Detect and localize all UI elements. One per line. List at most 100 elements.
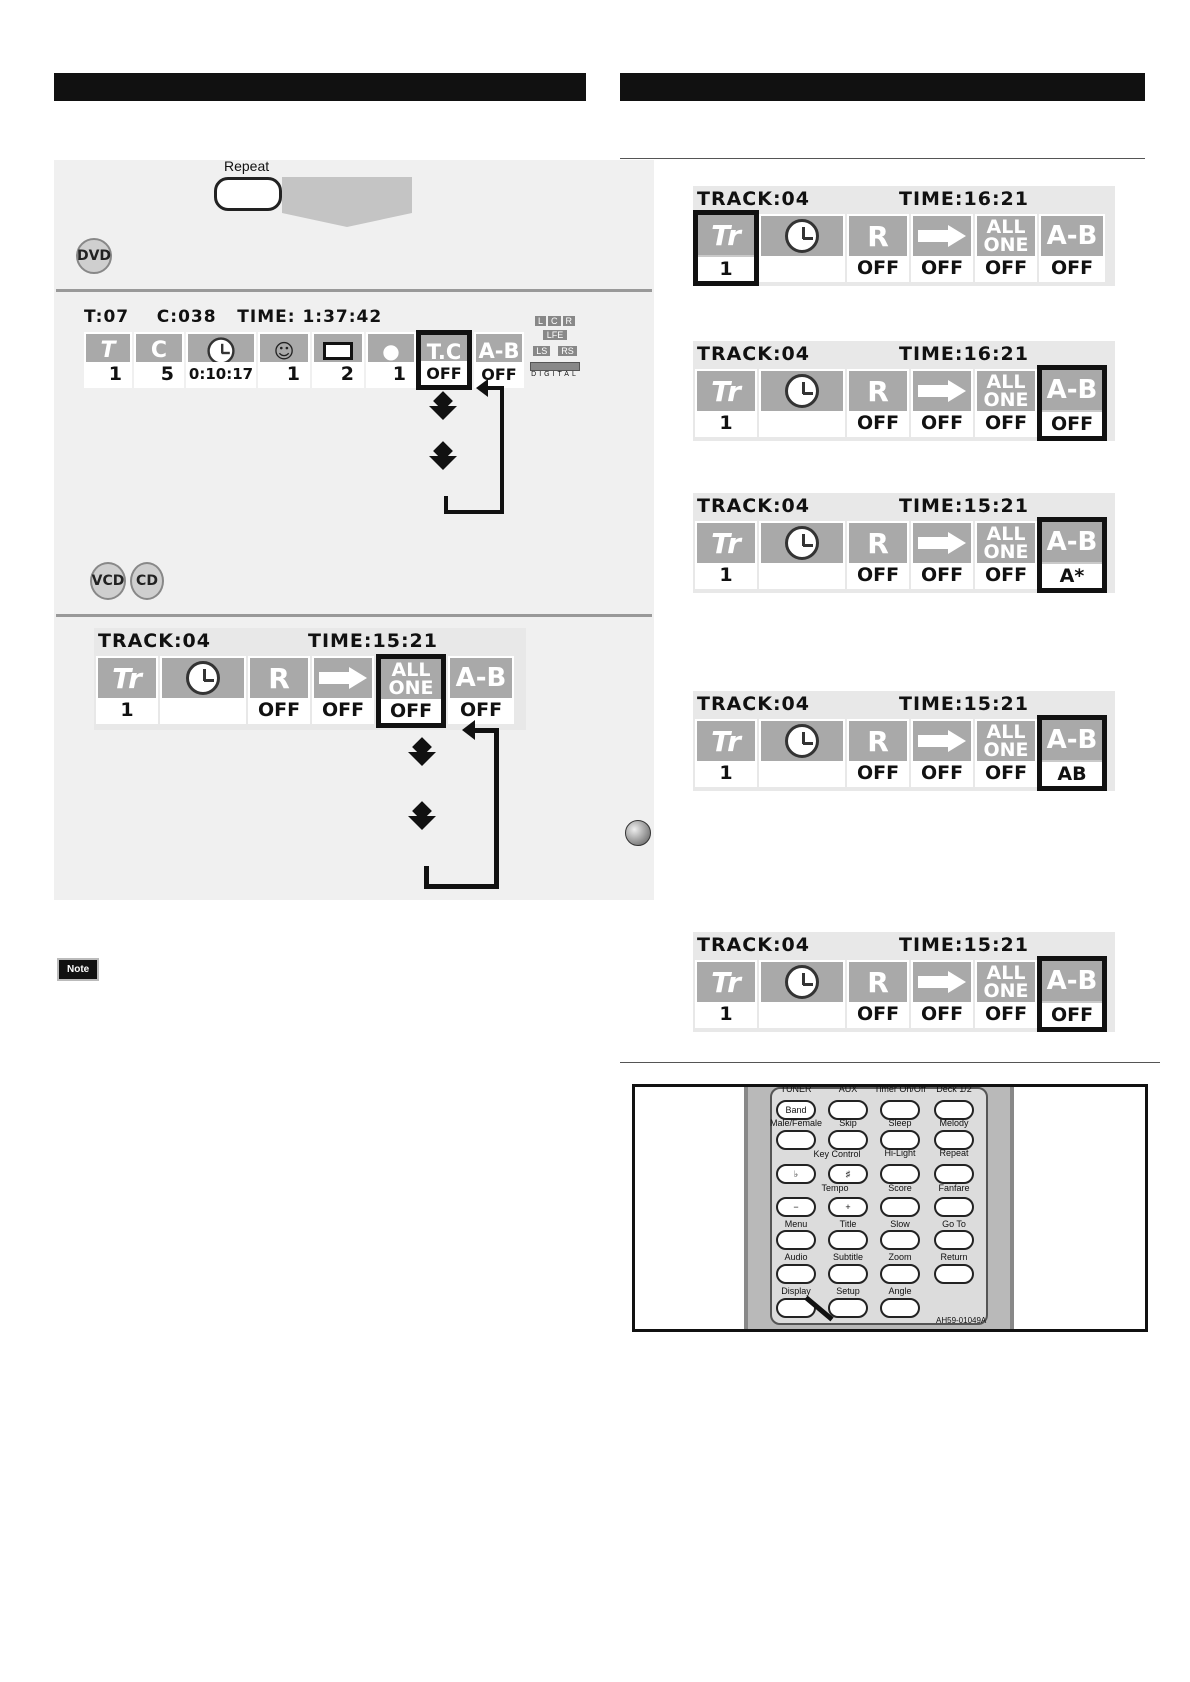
osd-repeat-value: OFF [849,256,907,280]
remote-button[interactable] [934,1197,974,1217]
remote-button[interactable] [880,1100,920,1120]
remote-button[interactable] [880,1130,920,1150]
remote-button[interactable] [776,1264,816,1284]
bullet-icon [625,820,651,846]
remote-button[interactable]: ♯ [828,1164,868,1184]
osd-arrow-value: OFF [913,761,971,785]
osd-track-label: Tr [697,523,755,563]
osd-time-value [761,411,843,435]
loop-line-top [486,386,504,390]
remote-button-label: Display [781,1286,811,1296]
osd-time: TIME:15:21 [899,693,1029,715]
vcd-one-label: ONE [388,677,434,699]
osd-track: TRACK:04 [697,693,811,715]
dvd-time-cell: 0:10:17 [186,332,256,388]
title-icon: T [86,334,130,367]
remote-button[interactable] [880,1230,920,1250]
osd-repeat-value: OFF [849,761,907,785]
remote-button[interactable] [828,1100,868,1120]
osd-arrow-value: OFF [913,256,971,280]
remote-button[interactable]: + [828,1197,868,1217]
osd-arrow-cell: OFF [911,214,973,282]
speaker-ls-label: LS [533,346,551,356]
remote-button[interactable] [934,1230,974,1250]
left-section-header-bar [54,73,586,101]
remote-button[interactable] [880,1298,920,1318]
remote-button[interactable]: − [776,1197,816,1217]
remote-button[interactable] [880,1164,920,1184]
osd-time-value [761,761,843,785]
arrow-icon [913,962,971,1002]
remote-top-label: Timer On/Off [874,1084,926,1094]
down-arrow-icon [408,752,436,766]
chapter-icon: C [136,334,182,367]
osd-track-value: 1 [697,411,755,435]
dvd-time-value: 0:10:17 [188,362,254,386]
remote-model-number: AH59-01049A [936,1316,987,1325]
remote-button[interactable] [934,1264,974,1284]
osd-ab-label: A-B [1041,216,1103,256]
osd-one-label: ONE [983,739,1029,761]
audio-icon: ☺ [260,334,308,367]
osd-one-label: ONE [983,389,1029,411]
osd-one-label: ONE [983,980,1029,1002]
loop-line-vertical [500,386,504,514]
remote-button[interactable] [880,1197,920,1217]
vcd-osd-track: TRACK:04 [98,630,212,652]
digital-label: DIGITAL [531,371,579,378]
angle-icon: ● [368,334,414,367]
remote-button[interactable] [776,1230,816,1250]
remote-button[interactable] [828,1130,868,1150]
osd-track: TRACK:04 [697,188,811,210]
speaker-l-label: L [534,316,546,326]
osd-all-label: ALL [986,371,1026,393]
osd-allone-value: OFF [977,761,1035,785]
key-control-label: Key Control [813,1149,861,1159]
osd-ab-label: A-B [1042,720,1102,760]
osd-arrow-value: OFF [913,563,971,587]
down-arrow-icon [408,816,436,830]
arrow-icon [913,721,971,761]
speaker-c-label: C [548,316,561,326]
repeat-key-funnel [282,177,412,213]
osd-allone-value: OFF [977,563,1035,587]
vcd-repeat-label: R [250,658,308,698]
osd-time-cell [759,719,845,787]
osd-track-label: Tr [697,962,755,1002]
osd-all-label: ALL [986,216,1026,238]
remote-button[interactable] [828,1230,868,1250]
remote-button-label: Setup [836,1286,860,1296]
osd-track: TRACK:04 [697,934,811,956]
remote-button[interactable] [880,1264,920,1284]
remote-button[interactable] [934,1100,974,1120]
clock-icon [162,658,244,698]
remote-button-label: Menu [784,1219,808,1229]
osd-arrow-cell: OFF [911,719,973,787]
vcd-ab-value: OFF [450,698,512,722]
remote-button[interactable] [934,1164,974,1184]
osd-ab-value: OFF [1041,256,1103,280]
remote-button[interactable]: Band [776,1100,816,1120]
left-panel-background [54,160,654,900]
remote-button[interactable] [776,1130,816,1150]
remote-button[interactable] [934,1130,974,1150]
vcd-track-label: Tr [98,658,156,698]
loop-line-bottom [424,884,499,889]
remote-button-label: Fanfare [938,1183,970,1193]
osd-all-label: ALL [986,523,1026,545]
remote-button[interactable] [828,1298,868,1318]
remote-button[interactable] [828,1264,868,1284]
remote-button[interactable]: ♭ [776,1164,816,1184]
dvd-ab-label: A-B [476,334,522,367]
